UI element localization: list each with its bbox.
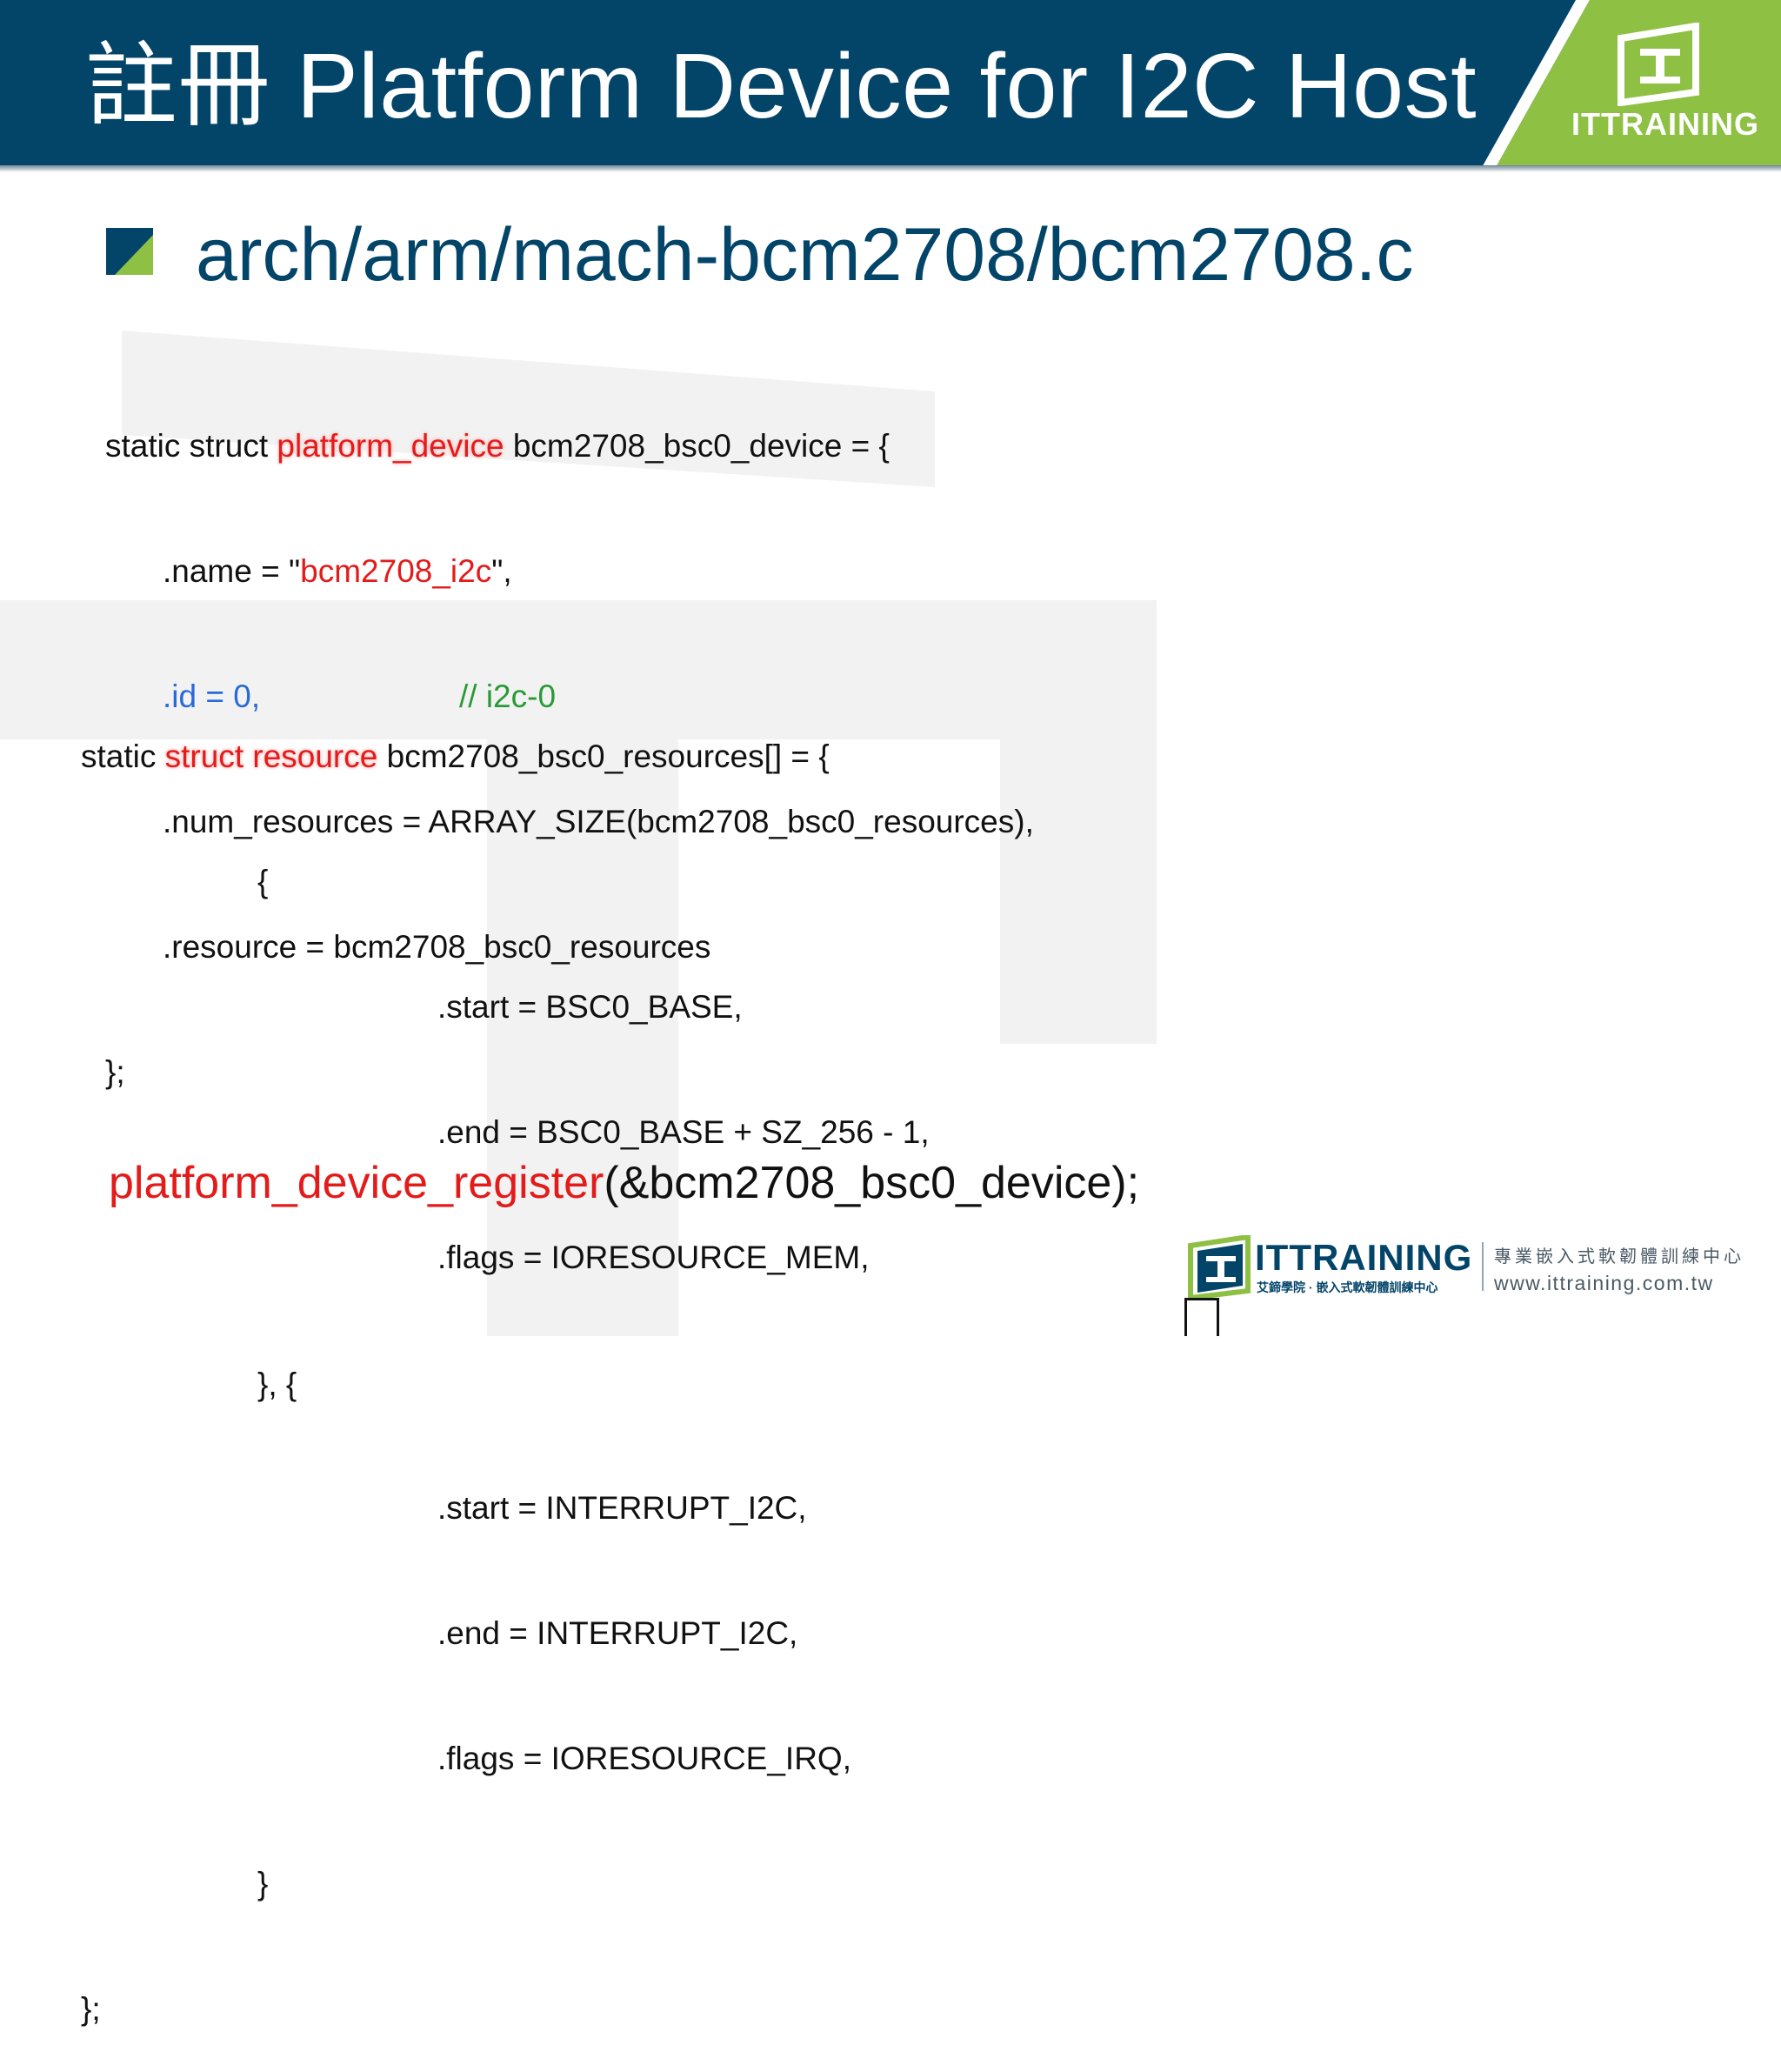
code-line: };	[105, 1054, 125, 1090]
footer-logo-icon	[1188, 1235, 1251, 1300]
code-text: static	[81, 739, 165, 774]
code-line: .name = "bcm2708_i2c",	[105, 551, 1034, 592]
footer-chinese-tagline: 專業嵌入式軟韌體訓練中心	[1494, 1247, 1744, 1267]
platform-device-code: static struct platform_device bcm2708_bs…	[105, 342, 1034, 1135]
code-line: static struct resource bcm2708_bsc0_reso…	[81, 736, 930, 778]
resource-code: static struct resource bcm2708_bsc0_reso…	[81, 652, 930, 2072]
logo-text: ITTRAINING	[1571, 106, 1759, 142]
code-line: }	[257, 1866, 269, 1902]
register-call: platform_device_register(&bcm2708_bsc0_d…	[109, 1153, 1139, 1213]
code-text: bcm2708_bsc0_resources[] = {	[377, 739, 830, 774]
code-line: static struct platform_device bcm2708_bs…	[105, 425, 1034, 467]
code-text: .name = "	[163, 553, 301, 589]
code-line: .resource = bcm2708_bsc0_resources	[163, 929, 711, 965]
header-bar	[0, 0, 1781, 170]
code-line: .end = BSC0_BASE + SZ_256 - 1,	[437, 1114, 930, 1150]
footer-brand: ITTRAINING	[1255, 1237, 1473, 1278]
highlight-platform-device: platform_device	[277, 428, 504, 464]
register-args: (&bcm2708_bsc0_device);	[604, 1158, 1140, 1208]
code-line: }, {	[257, 1367, 297, 1402]
code-line: .end = INTERRUPT_I2C,	[437, 1615, 798, 1651]
code-line: .start = INTERRUPT_I2C,	[437, 1490, 807, 1526]
code-comment: // i2c-0	[459, 678, 557, 714]
id-assignment: .id = 0,	[163, 678, 261, 714]
code-line: .flags = IORESOURCE_MEM,	[437, 1240, 870, 1275]
register-function: platform_device_register	[109, 1158, 604, 1208]
code-line: };	[81, 1991, 101, 2027]
square-bullet-icon	[106, 228, 153, 275]
header-shadow	[0, 165, 1781, 172]
code-line: {	[257, 864, 269, 899]
name-value: bcm2708_i2c	[300, 553, 492, 589]
highlight-struct-resource: struct resource	[164, 739, 378, 774]
background-watermark	[0, 331, 1157, 1336]
code-line: .start = BSC0_BASE,	[437, 989, 743, 1025]
code-text: ",	[491, 553, 512, 589]
slide-title: 註冊 Platform Device for I2C Host	[85, 35, 1477, 137]
footer-divider	[1482, 1242, 1484, 1291]
code-line: .num_resources = ARRAY_SIZE(bcm2708_bsc0…	[163, 804, 1034, 839]
footer-subtitle: 艾鍗學院 · 嵌入式軟韌體訓練中心	[1257, 1280, 1438, 1294]
code-text: static struct	[105, 428, 277, 464]
file-path-heading: arch/arm/mach-bcm2708/bcm2708.c	[196, 213, 1414, 297]
footer-url: www.ittraining.com.tw	[1494, 1272, 1714, 1294]
ittraining-logo-icon	[1618, 23, 1699, 106]
corner-box	[1184, 1298, 1219, 1336]
code-line: .id = 0, // i2c-0	[105, 676, 1034, 718]
code-text: bcm2708_bsc0_device = {	[504, 428, 890, 464]
code-line: .flags = IORESOURCE_IRQ,	[437, 1741, 851, 1776]
